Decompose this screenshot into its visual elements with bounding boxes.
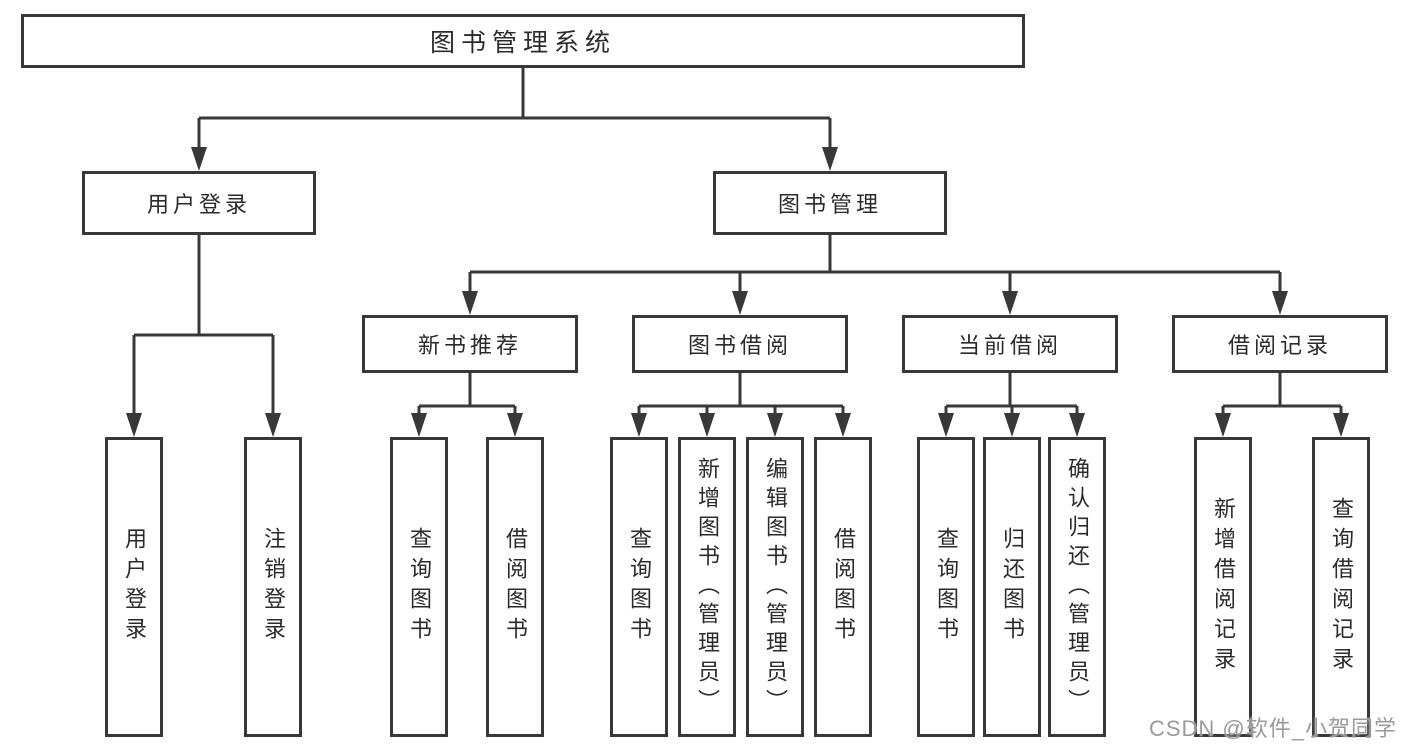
node-root: 图书管理系统 [21, 14, 1025, 68]
node-current-borrowing: 当前借阅 [902, 315, 1118, 373]
node-label-root: 图书管理系统 [429, 29, 616, 57]
node-query-books-1: 查询图书 [390, 437, 448, 737]
node-label-book-management: 图书管理 [777, 192, 882, 217]
node-user-login: 用户登录 [82, 171, 316, 235]
node-query-books-2: 查询图书 [610, 437, 668, 737]
node-label-logout-leaf: 注销登录 [261, 527, 286, 647]
node-label-new-book-recommendation: 新书推荐 [417, 333, 522, 358]
node-label-query-borrow-record: 查询借阅记录 [1329, 497, 1354, 677]
node-user-login-leaf: 用户登录 [105, 437, 163, 737]
node-edit-books-admin: 编辑图书（管理员） [746, 437, 804, 737]
node-book-borrowing: 图书借阅 [632, 315, 848, 373]
node-label-query-books-1: 查询图书 [407, 527, 432, 647]
node-label-query-books-2: 查询图书 [627, 527, 652, 647]
node-label-add-books-admin: 新增图书（管理员） [695, 456, 720, 718]
node-label-edit-books-admin: 编辑图书（管理员） [763, 456, 788, 718]
node-return-books: 归还图书 [983, 437, 1041, 737]
node-book-management: 图书管理 [713, 171, 947, 235]
node-add-borrow-record: 新增借阅记录 [1194, 437, 1252, 737]
node-borrowing-records: 借阅记录 [1172, 315, 1388, 373]
node-label-book-borrowing: 图书借阅 [687, 333, 792, 358]
node-label-borrowing-records: 借阅记录 [1227, 333, 1332, 358]
csdn-watermark: CSDN @软件_小贺同学 [1148, 716, 1397, 741]
node-label-query-books-3: 查询图书 [934, 527, 959, 647]
node-label-add-borrow-record: 新增借阅记录 [1211, 497, 1236, 677]
node-logout-leaf: 注销登录 [244, 437, 302, 737]
node-confirm-return-admin: 确认归还（管理员） [1048, 437, 1106, 737]
node-label-current-borrowing: 当前借阅 [957, 333, 1062, 358]
node-borrow-books-2: 借阅图书 [814, 437, 872, 737]
node-query-borrow-record: 查询借阅记录 [1312, 437, 1370, 737]
node-label-user-login: 用户登录 [146, 192, 251, 217]
node-add-books-admin: 新增图书（管理员） [678, 437, 736, 737]
node-query-books-3: 查询图书 [917, 437, 975, 737]
node-label-confirm-return-admin: 确认归还（管理员） [1065, 456, 1090, 718]
node-new-book-recommendation: 新书推荐 [362, 315, 578, 373]
node-label-return-books: 归还图书 [1000, 527, 1025, 647]
node-label-user-login-leaf: 用户登录 [122, 527, 147, 647]
node-borrow-books-1: 借阅图书 [486, 437, 544, 737]
node-label-borrow-books-1: 借阅图书 [503, 527, 528, 647]
node-label-borrow-books-2: 借阅图书 [831, 527, 856, 647]
